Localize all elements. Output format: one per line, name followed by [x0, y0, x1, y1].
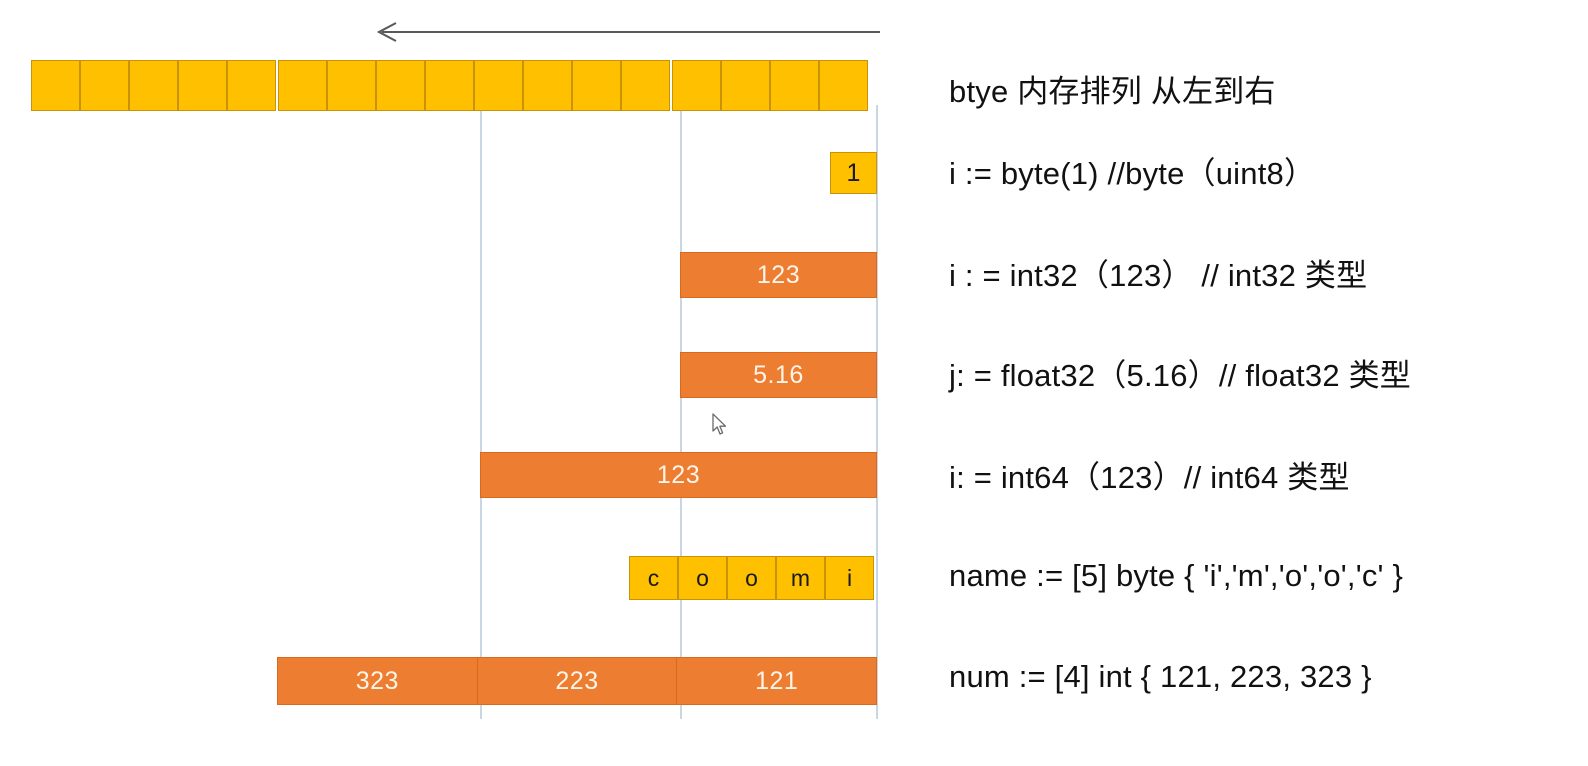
byte-group-1 — [31, 60, 276, 111]
legend-name-array: name := [5] byte { 'i','m','o','o','c' } — [949, 558, 1404, 593]
mouse-cursor-icon — [712, 413, 730, 437]
name-array-row: c o o m i — [629, 556, 874, 600]
num-array-segment: 323 — [278, 658, 478, 704]
byte-memory-strip — [31, 60, 868, 111]
byte-cell — [770, 60, 819, 111]
byte1-value-cell: 1 — [830, 152, 877, 194]
byte-cell — [327, 60, 376, 111]
byte-cell — [425, 60, 474, 111]
byte-cell — [80, 60, 129, 111]
name-array-cell: i — [825, 556, 874, 600]
byte-cell — [721, 60, 770, 111]
byte-cell — [572, 60, 621, 111]
float32-value-bar: 5.16 — [680, 352, 877, 398]
guide-line-left — [480, 105, 482, 719]
legend-int32: i : = int32（123） // int32 类型 — [949, 258, 1368, 293]
num-array-bar: 323 223 121 — [277, 657, 877, 705]
legend-byte-memory: btye 内存排列 从左到右 — [949, 74, 1276, 109]
byte-cell — [227, 60, 276, 111]
byte-cell — [129, 60, 178, 111]
num-array-segment: 223 — [478, 658, 678, 704]
byte-cell — [178, 60, 227, 111]
byte-cell — [31, 60, 80, 111]
name-array-cell: m — [776, 556, 825, 600]
name-array-cell: o — [678, 556, 727, 600]
byte-group-2 — [278, 60, 670, 111]
byte-cell — [819, 60, 868, 111]
byte-group-3 — [672, 60, 868, 111]
left-arrow-icon — [376, 22, 880, 42]
legend-float32: j: = float32（5.16）// float32 类型 — [949, 358, 1411, 393]
byte-cell — [376, 60, 425, 111]
int64-value-bar: 123 — [480, 452, 877, 498]
byte-cell — [621, 60, 670, 111]
legend-int64: i: = int64（123）// int64 类型 — [949, 460, 1350, 495]
int32-value-bar: 123 — [680, 252, 877, 298]
byte-cell — [278, 60, 327, 111]
memory-direction-arrow — [374, 20, 880, 46]
guide-line-mid — [680, 105, 682, 719]
byte-cell — [672, 60, 721, 111]
legend-num-array: num := [4] int { 121, 223, 323 } — [949, 659, 1372, 694]
name-array-cell: c — [629, 556, 678, 600]
legend-byte1: i := byte(1) //byte（uint8） — [949, 156, 1316, 191]
guide-line-right — [876, 105, 878, 719]
name-array-cell: o — [727, 556, 776, 600]
byte-cell — [523, 60, 572, 111]
num-array-segment: 121 — [755, 666, 799, 695]
byte-cell — [474, 60, 523, 111]
